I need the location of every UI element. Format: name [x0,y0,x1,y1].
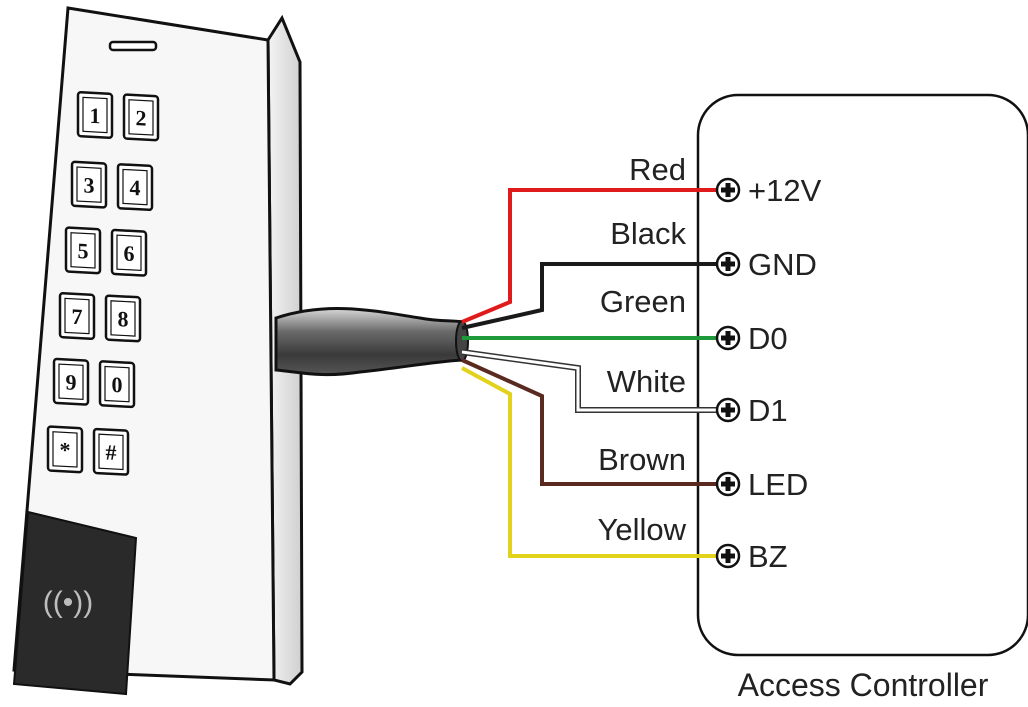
keypad-key-label: 8 [118,306,129,332]
terminal-label-d1: D1 [748,393,788,428]
keypad-key: 2 [122,93,160,142]
terminal-screw-icon [715,471,741,497]
keypad-key-label: 3 [84,172,95,198]
keypad-key: 5 [64,226,102,275]
keypad-key-label: 7 [72,304,83,330]
wire-red [461,188,722,324]
keypad-key-label: 4 [130,175,141,201]
keypad-key: 7 [58,292,96,341]
keypad-key-label: 5 [78,238,89,264]
keypad-key-label: 9 [66,369,77,395]
terminal-label-led: LED [748,467,808,502]
terminal-label-12v: +12V [748,173,822,208]
keypad-device: 1 2 3 4 5 6 7 8 9 0 * # ((•)) [12,6,304,696]
wire-yellow [461,366,722,558]
keypad-key-label: 6 [124,240,135,266]
keypad-key-label: 1 [90,103,101,129]
keypad-key: 6 [110,228,148,277]
terminal-screw-icon [715,325,741,351]
terminal-screw-icon [715,543,741,569]
wire-label-yellow: Yellow [598,512,687,547]
keypad-key-label: 2 [136,105,147,131]
wire-label-green: Green [600,284,686,319]
wire-black [461,262,722,330]
terminal-screw-icon [715,397,741,423]
cable-sheath [274,306,464,377]
wire-label-black: Black [610,216,686,251]
access-controller-box [696,93,1028,657]
keypad-key-label: 0 [112,372,123,398]
terminal-screw-icon [715,251,741,277]
rfid-icon: ((•)) [43,586,93,619]
keypad-key: # [92,427,130,476]
terminal-screw-icon [715,177,741,203]
keypad-key: 9 [52,357,90,406]
cable [274,306,469,377]
terminal-label-gnd: GND [748,247,817,282]
keypad-key-label: # [106,440,117,466]
keypad-key: 4 [116,163,154,212]
keypad-key: 1 [76,90,114,139]
wire-label-brown: Brown [598,442,686,477]
rfid-reader-area [12,510,138,696]
keypad-keys: 1 2 3 4 5 6 7 8 9 0 * # [46,90,160,476]
keypad-key: 8 [104,294,142,343]
wire-label-white: White [607,364,686,399]
wire-white [461,350,722,412]
terminal-label-d0: D0 [748,321,788,356]
wire-brown [461,358,722,486]
led-indicator-slot [108,40,158,52]
controller-title: Access Controller [738,667,989,703]
keypad-key-label: * [60,437,71,463]
keypad-key: 0 [98,360,136,409]
keypad-key: 3 [70,160,108,209]
terminal-label-bz: BZ [748,539,788,574]
wire-label-red: Red [629,152,686,187]
keypad-key: * [46,425,84,474]
